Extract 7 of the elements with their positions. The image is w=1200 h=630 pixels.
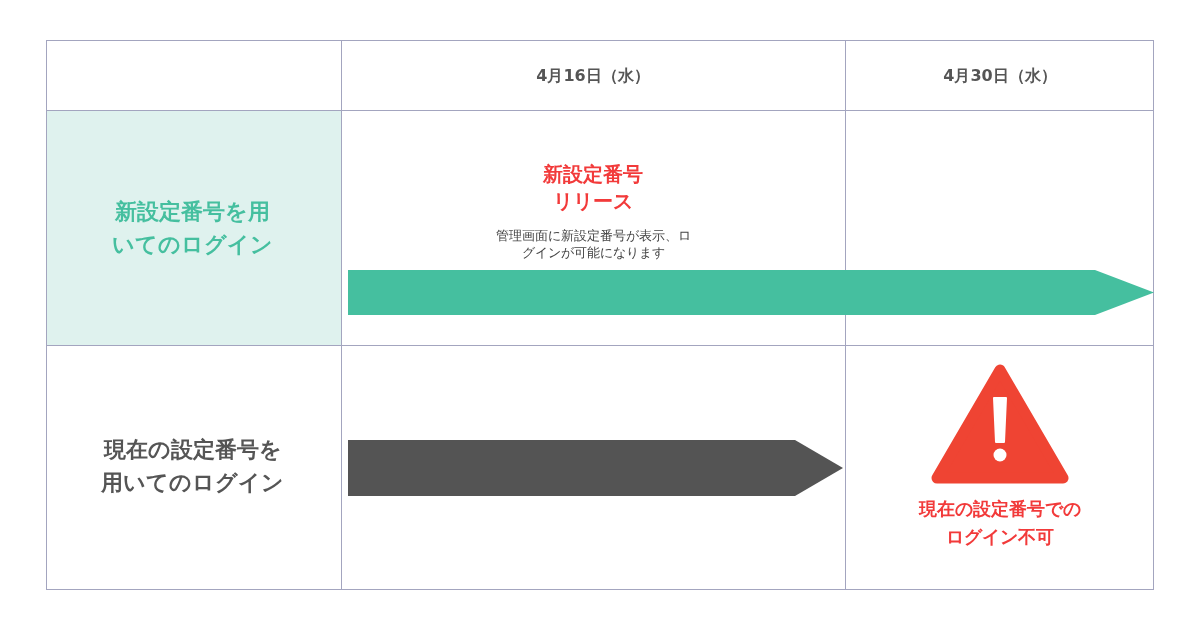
- warning-text: 現在の設定番号でのログイン不可: [918, 497, 1082, 549]
- date-header: 4月30日（水）: [943, 65, 1057, 87]
- date-header: 4月16日（水）: [536, 65, 650, 87]
- milestone-title: 新設定番号リリース: [542, 161, 644, 215]
- milestone-note: 管理画面に新設定番号が表示、ログインが可能になります: [494, 226, 692, 262]
- row-label: 新設定番号を用いてのログイン: [111, 198, 275, 259]
- row-label: 現在の設定番号を用いてのログイン: [100, 436, 286, 497]
